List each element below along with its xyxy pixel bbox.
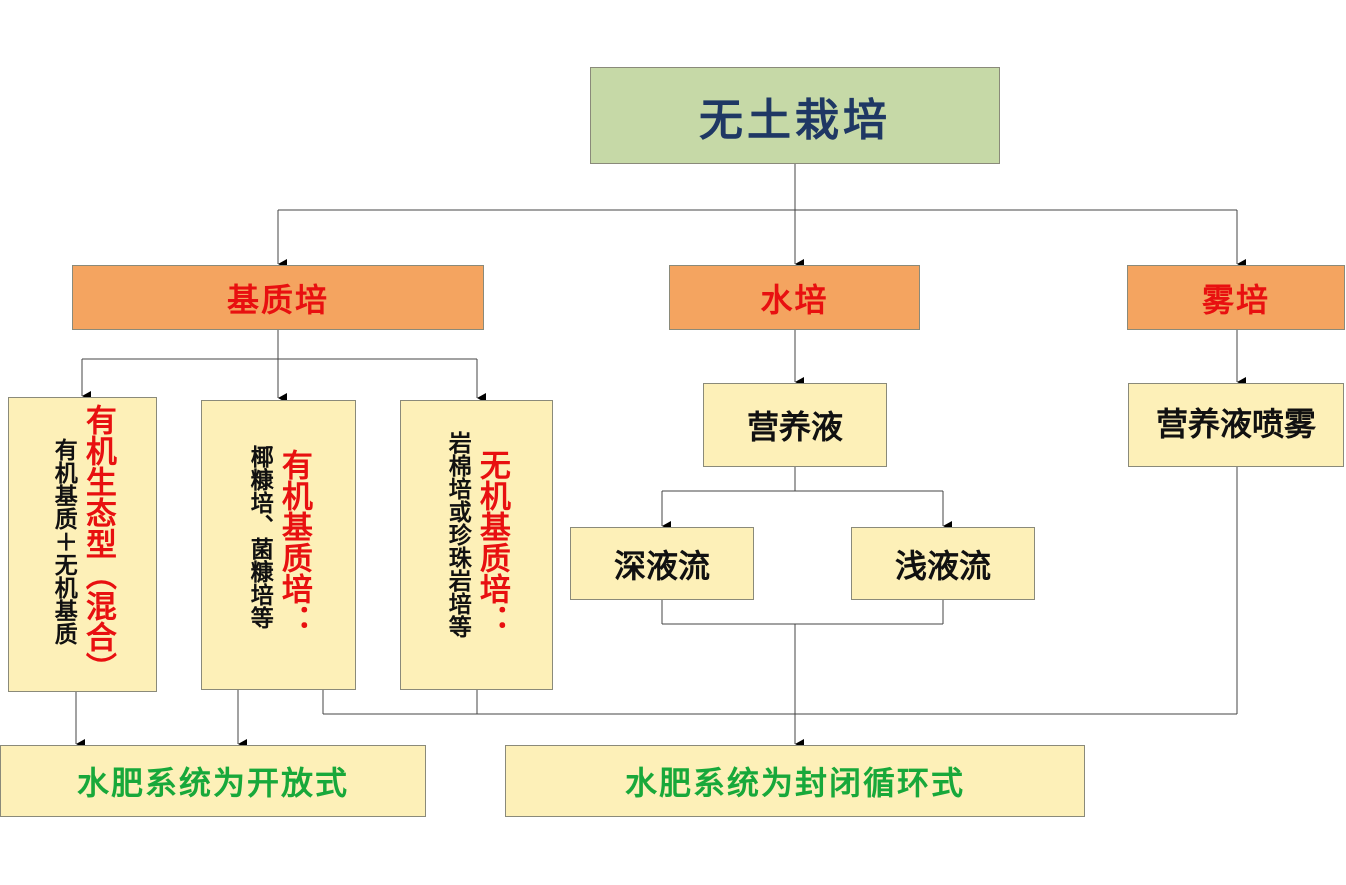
hydro-nutrient-solution: 营养液 xyxy=(703,383,887,467)
deep-flow: 深液流 xyxy=(570,527,754,600)
category-aeroponics-label: 雾培 xyxy=(1201,280,1270,319)
organic-substrate-desc: 椰糠培、菌糠培等 xyxy=(246,445,273,629)
outcome-closed-system: 水肥系统为封闭循环式 xyxy=(505,745,1085,817)
substrate-organic-eco: 有机生态型（混合） 有机基质＋无机基质 xyxy=(8,397,157,692)
organic-eco-title: 有机生态型（混合） xyxy=(79,404,116,683)
shallow-flow: 浅液流 xyxy=(851,527,1035,600)
category-hydroponics: 水培 xyxy=(669,265,920,330)
outcome-open-label: 水肥系统为开放式 xyxy=(76,764,349,802)
hydro-nutrient-label: 营养液 xyxy=(746,408,843,446)
category-substrate: 基质培 xyxy=(72,265,484,330)
outcome-open-system: 水肥系统为开放式 xyxy=(0,745,426,817)
substrate-inorganic: 无机基质培： 岩棉培或珍珠岩培等 xyxy=(400,400,553,690)
aero-nutrient-spray: 营养液喷雾 xyxy=(1128,383,1344,467)
root-label: 无土栽培 xyxy=(699,94,891,146)
category-hydroponics-label: 水培 xyxy=(760,280,829,319)
organic-eco-desc: 有机基质＋无机基质 xyxy=(50,438,77,645)
shallow-flow-label: 浅液流 xyxy=(894,546,991,585)
aero-nutrient-label: 营养液喷雾 xyxy=(1155,405,1316,444)
category-aeroponics: 雾培 xyxy=(1127,265,1345,330)
inorganic-substrate-title: 无机基质培： xyxy=(473,449,510,635)
organic-substrate-title: 有机基质培： xyxy=(275,449,312,635)
root-node: 无土栽培 xyxy=(590,67,1000,164)
substrate-organic: 有机基质培： 椰糠培、菌糠培等 xyxy=(201,400,356,690)
outcome-closed-label: 水肥系统为封闭循环式 xyxy=(624,764,965,802)
deep-flow-label: 深液流 xyxy=(613,546,710,585)
category-substrate-label: 基质培 xyxy=(226,280,329,319)
inorganic-substrate-desc: 岩棉培或珍珠岩培等 xyxy=(444,431,471,638)
